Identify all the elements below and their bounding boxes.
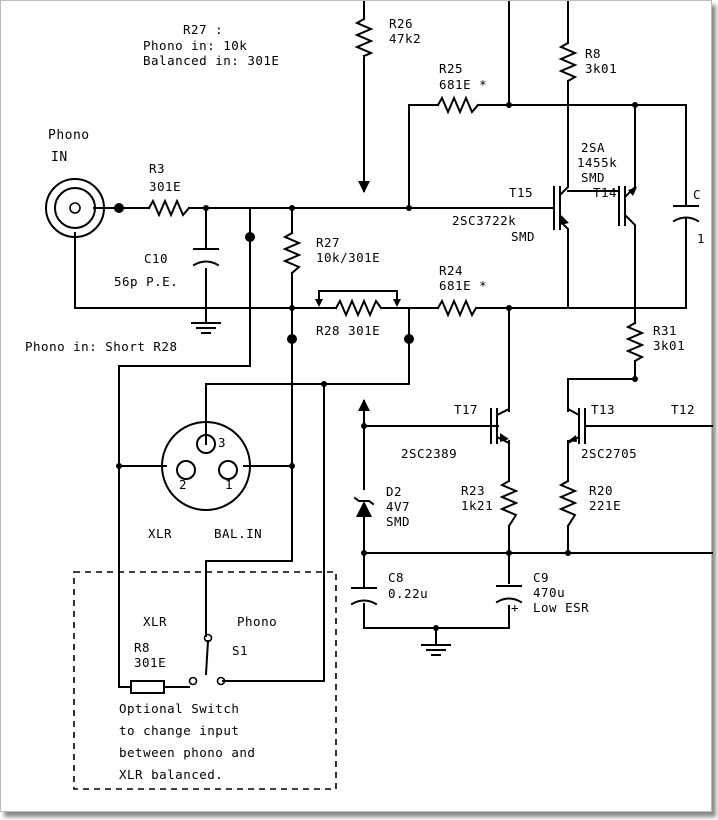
t15-name: T15 (509, 185, 533, 200)
d2-value: 4V7 (386, 499, 410, 514)
junction-dots (114, 102, 638, 631)
capacitor-c9: + (495, 585, 523, 615)
c-right-digit: 1 (697, 231, 705, 246)
resistor-r8-switch (130, 680, 165, 694)
xlr-pin-2: 2 (179, 477, 187, 492)
r28-wiper-right (393, 299, 401, 307)
r27-note-title: R27 : (183, 22, 223, 37)
t14-name: T14 (593, 185, 617, 200)
r25-name: R25 (439, 61, 463, 76)
r31-name: R31 (653, 323, 677, 338)
r25-value: 681E * (439, 77, 487, 92)
r27-value: 10k/301E (316, 250, 380, 265)
s1-name: S1 (232, 643, 248, 658)
r23-value: 1k21 (461, 498, 493, 513)
r26-name: R26 (389, 16, 413, 31)
switch-note-line-2: to change input (119, 723, 239, 738)
c9-value: 470u (533, 585, 565, 600)
ground-symbol-left (191, 322, 221, 334)
resistor-r3 (147, 198, 191, 218)
t17-name: T17 (454, 402, 478, 417)
switch-note-line-3: between phono and (119, 745, 255, 760)
r8-switch-name: R8 (134, 640, 150, 655)
capacitor-c-right (672, 205, 700, 223)
r8-top-value: 3k01 (585, 61, 617, 76)
resistor-r20 (558, 479, 578, 528)
capacitor-c8 (350, 587, 378, 606)
c10-value: 56p P.E. (114, 274, 178, 289)
t13-type: 2SC2705 (581, 446, 637, 461)
phono-label: Phono (48, 128, 90, 143)
r26-value: 47k2 (389, 31, 421, 46)
zener-d2 (353, 496, 375, 517)
switch-phono-label: Phono (237, 614, 277, 629)
d2-name: D2 (386, 484, 402, 499)
resistor-r23 (499, 479, 519, 528)
transistor-t15 (545, 175, 569, 234)
r23-name: R23 (461, 483, 485, 498)
pair-type-top: 2SA (581, 140, 605, 155)
switch-s1 (188, 633, 226, 686)
c-right-label: C (693, 187, 701, 202)
resistor-r28 (334, 298, 383, 318)
capacitor-c10 (192, 248, 220, 267)
t17-type: 2SC2389 (401, 446, 457, 461)
transistor-t17 (490, 407, 511, 445)
r31-value: 3k01 (653, 338, 685, 353)
xlr-pin-3: 3 (218, 435, 226, 450)
switch-note-line-4: XLR balanced. (119, 767, 223, 782)
r20-name: R20 (589, 483, 613, 498)
d2-package: SMD (386, 514, 410, 529)
t13-name: T13 (591, 402, 615, 417)
r20-value: 221E (589, 498, 621, 513)
resistor-r31 (625, 321, 645, 363)
ground-symbol-bottom (421, 644, 451, 656)
xlr-label: XLR (148, 526, 172, 541)
r24-value: 681E * (439, 278, 487, 293)
svg-text:+: + (511, 600, 519, 615)
r3-name: R3 (149, 161, 165, 176)
in-label: IN (51, 150, 68, 165)
r8-top-name: R8 (585, 46, 601, 61)
xlr-pin-1: 1 (225, 477, 233, 492)
resistor-r8-top (558, 41, 578, 83)
r24-name: R24 (439, 263, 463, 278)
r28-wiper-left (315, 299, 323, 307)
t12-name: T12 (671, 402, 695, 417)
r28-label: R28 301E (316, 323, 380, 338)
xlr-connector (161, 421, 251, 511)
resistor-r24 (436, 298, 478, 318)
r27-note-phono: Phono in: 10k (143, 38, 247, 53)
r27-note-bal: Balanced in: 301E (143, 53, 279, 68)
switch-xlr-label: XLR (143, 614, 167, 629)
phono-jack (45, 178, 114, 238)
pair-type-bot: SMD (581, 170, 605, 185)
optional-switch-box (73, 571, 337, 790)
bal-in-label: BAL.IN (214, 526, 262, 541)
c8-value: 0.22u (388, 586, 428, 601)
r8-switch-value: 301E (134, 655, 166, 670)
c9-note: Low ESR (533, 600, 589, 615)
text-labels: R27 : Phono in: 10k Balanced in: 301E R2… (25, 16, 705, 782)
r3-value: 301E (149, 179, 181, 194)
c10-name: C10 (144, 251, 168, 266)
transistor-t14 (567, 185, 637, 227)
pair-type-mid: 1455k (577, 155, 617, 170)
t15-package: SMD (511, 229, 535, 244)
resistor-r25 (436, 95, 480, 115)
t15-type: 2SC3722k (452, 213, 516, 228)
r27-name: R27 (316, 235, 340, 250)
phono-short-note: Phono in: Short R28 (25, 339, 178, 354)
c9-name: C9 (533, 570, 549, 585)
resistor-r27 (282, 231, 302, 275)
resistor-r26 (354, 17, 374, 58)
switch-note-line-1: Optional Switch (119, 701, 239, 716)
transistor-t13 (566, 407, 592, 445)
c8-name: C8 (388, 570, 404, 585)
